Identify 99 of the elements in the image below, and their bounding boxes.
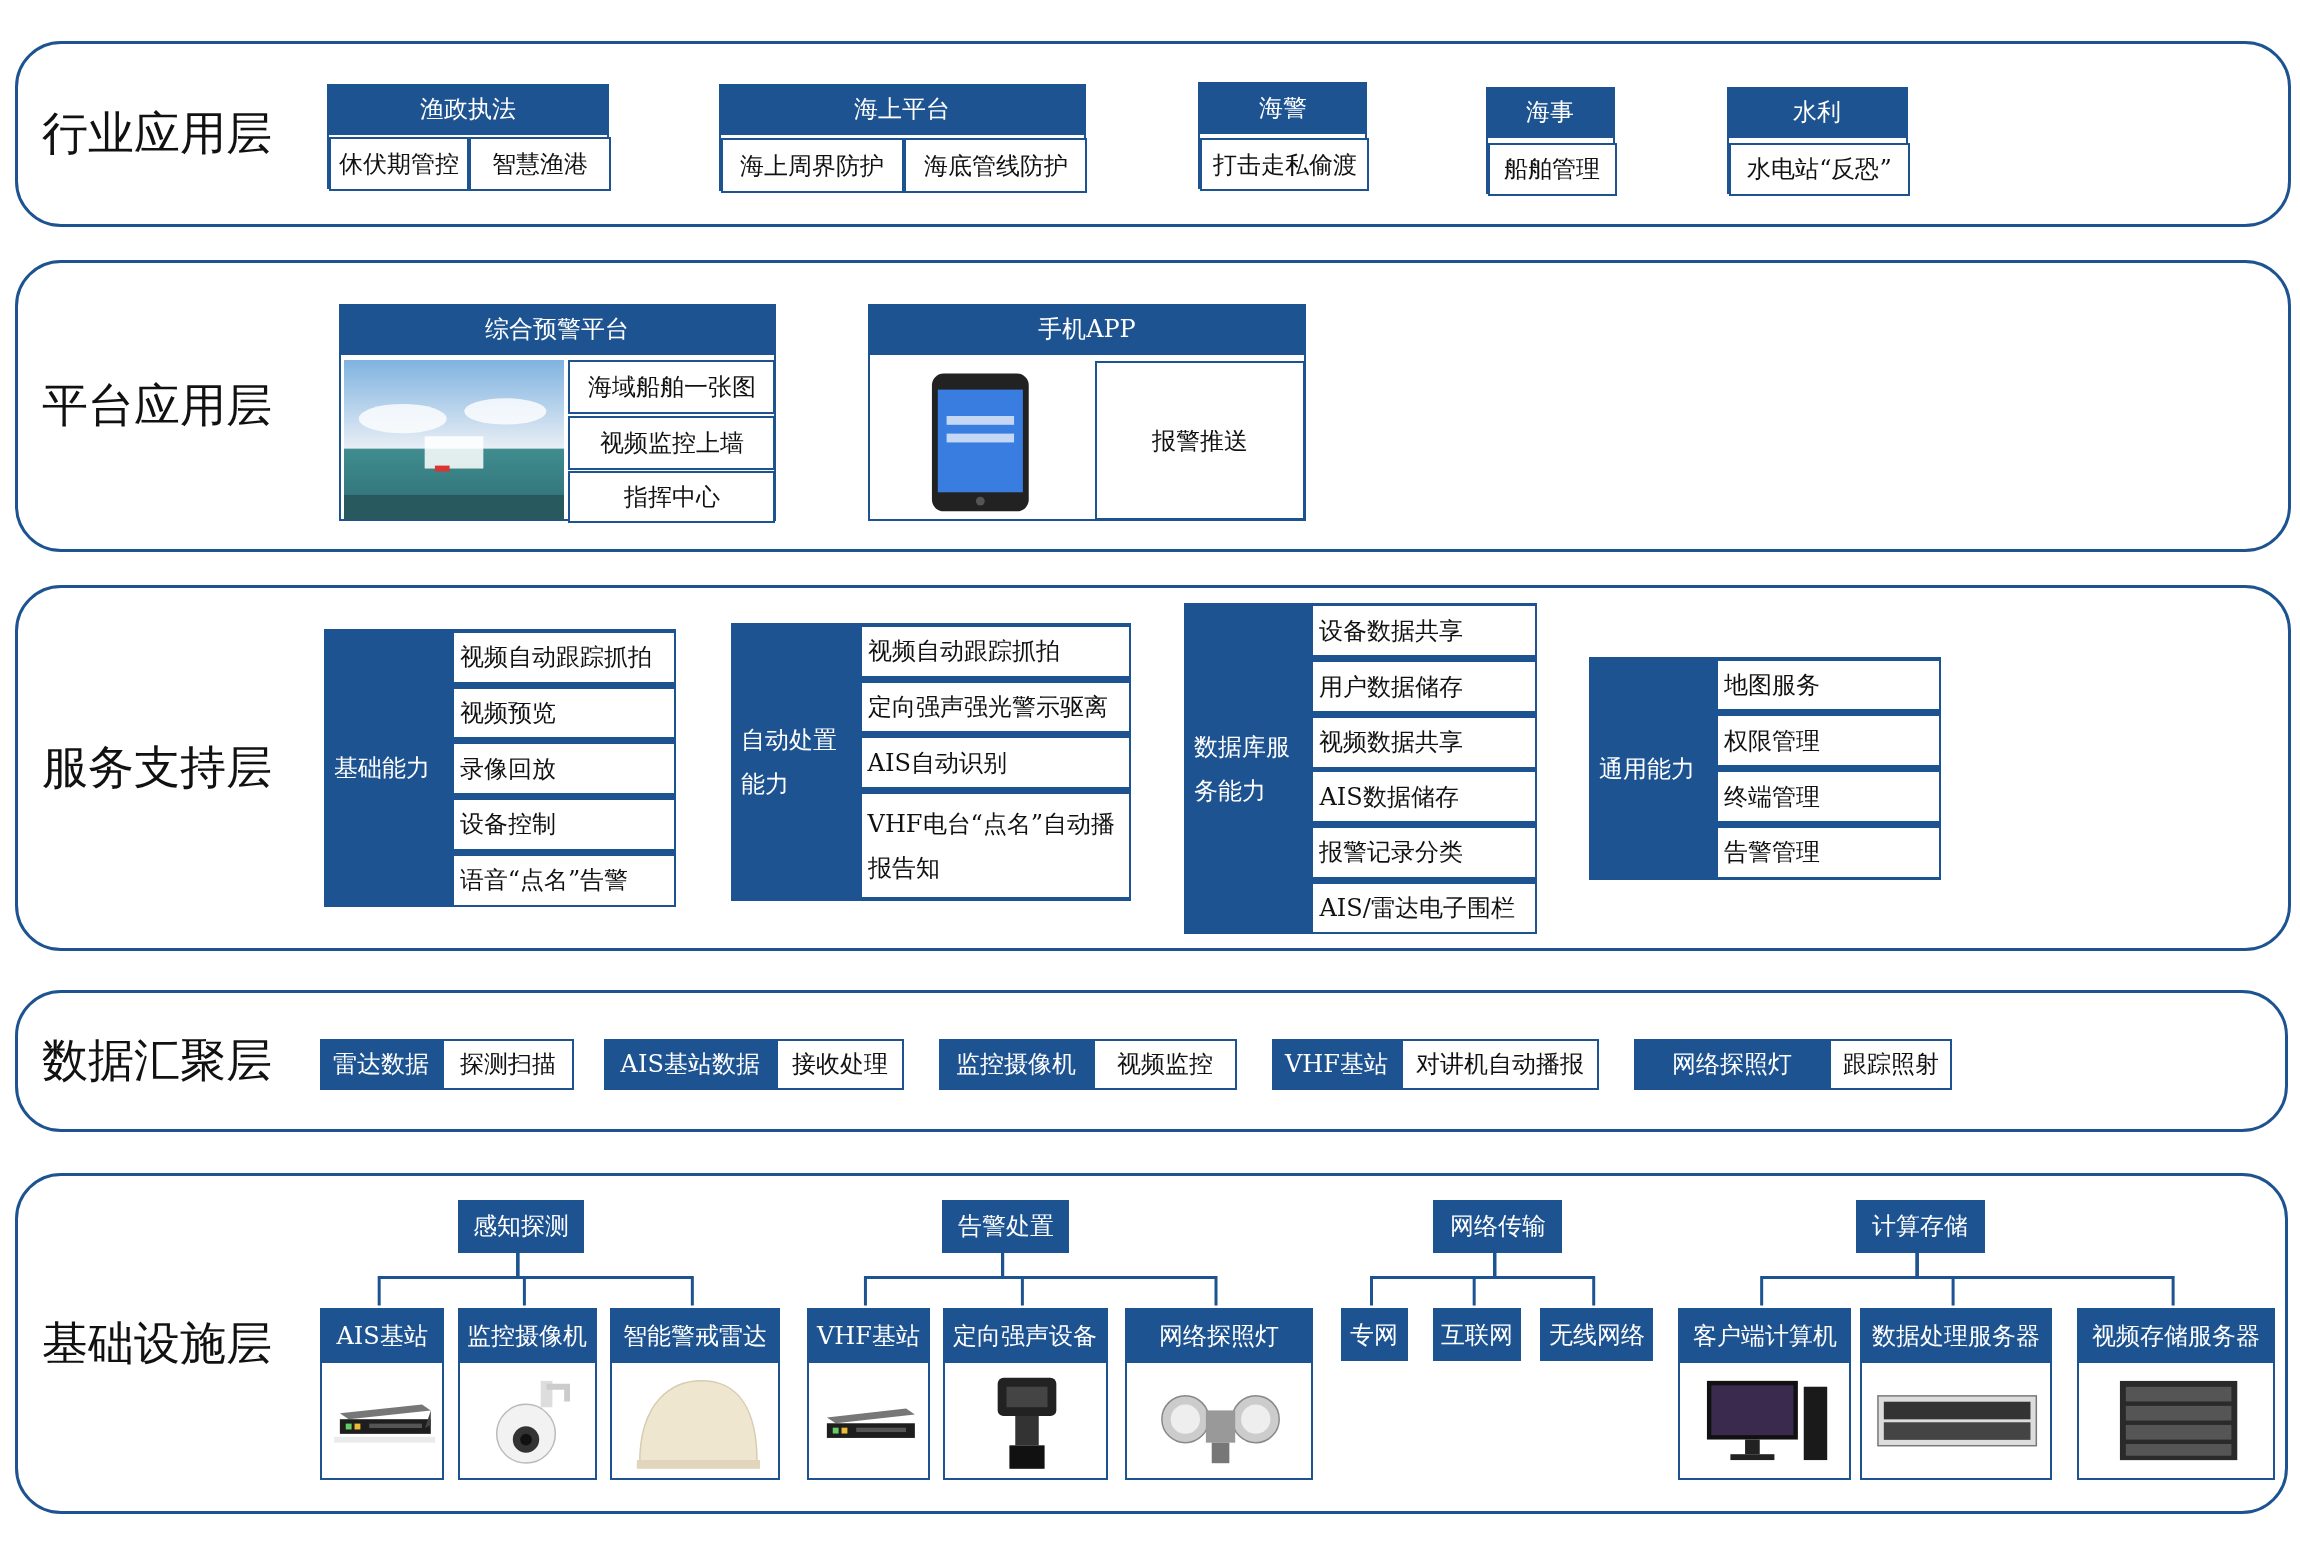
device-card [806, 1308, 930, 1481]
feature-item: 地图服务 [1716, 658, 1941, 712]
panel-heading: 数据处理服务器 [1860, 1308, 2053, 1363]
feature-item: 用户数据储存 [1311, 660, 1538, 713]
feature-item: 探测扫描 [441, 1038, 574, 1090]
category-label: 计算存储 [1855, 1199, 1985, 1253]
category-label: 专网 [1340, 1308, 1409, 1362]
feature-item: 对讲机自动播报 [1400, 1038, 1599, 1090]
feature-item: 定向强声强光警示驱离 [859, 680, 1131, 734]
panel-heading: 渔政执法 [327, 83, 609, 135]
feature-item: 终端管理 [1716, 770, 1941, 823]
feature-item: 视频预览 [451, 686, 677, 740]
panel-heading: 数据库服务能力 [1192, 731, 1291, 807]
category-label: 网络传输 [1433, 1199, 1563, 1253]
feature-item: 视频监控 [1092, 1038, 1237, 1090]
feature-item: 接收处理 [776, 1038, 904, 1090]
category-label: 监控摄像机 [938, 1038, 1093, 1090]
category-label: 互联网 [1433, 1308, 1522, 1362]
feature-item: 指挥中心 [568, 471, 776, 523]
feature-item: 智慧渔港 [468, 137, 611, 192]
panel-heading: 智能警戒雷达 [610, 1308, 781, 1363]
feature-item: 海底管线防护 [904, 138, 1088, 193]
feature-item: 设备控制 [451, 798, 677, 851]
feature-item: 跟踪照射 [1829, 1038, 1953, 1090]
panel-heading: 手机APP [868, 303, 1306, 355]
feature-item: AIS自动识别 [859, 736, 1131, 790]
category-label: 告警处置 [941, 1199, 1070, 1253]
capability-panel [1183, 602, 1538, 935]
feature-item: 告警管理 [1716, 825, 1941, 879]
feature-item: 打击走私偷渡 [1200, 138, 1370, 192]
layer-band [14, 259, 2292, 552]
panel-heading: 客户端计算机 [1678, 1308, 1852, 1363]
device-card [1678, 1308, 1852, 1481]
panel-heading: 基础能力 [333, 752, 432, 784]
panel-heading: 监控摄像机 [457, 1308, 598, 1363]
layer-title: 服务支持层 [41, 738, 272, 796]
feature-item: 语音“点名”告警 [451, 853, 677, 907]
feature-item: 设备数据共享 [1311, 604, 1538, 658]
feature-item: AIS数据储存 [1311, 770, 1538, 823]
panel-heading: 海上平台 [718, 83, 1086, 135]
device-card [457, 1308, 598, 1481]
category-panel [1485, 86, 1616, 194]
panel-heading: 水利 [1726, 86, 1909, 138]
panel-heading: AIS基站 [319, 1308, 445, 1363]
category-panel [338, 303, 776, 521]
layer-band [14, 41, 2292, 228]
feature-item: 水电站“反恐” [1728, 142, 1911, 196]
layer-band [14, 585, 2292, 951]
category-label: 感知探测 [457, 1199, 584, 1253]
device-card [2077, 1308, 2276, 1481]
panel-heading: 通用能力 [1597, 753, 1696, 785]
device-card [943, 1308, 1108, 1481]
panel-heading: 视频存储服务器 [2077, 1308, 2276, 1363]
device-card [319, 1308, 445, 1481]
panel-heading: 海警 [1198, 82, 1368, 134]
panel-heading: 网络探照灯 [1125, 1308, 1313, 1363]
panel-heading: 自动处置能力 [739, 725, 838, 801]
feature-item: 视频数据共享 [1311, 715, 1538, 769]
screenshot-picture [343, 359, 564, 520]
feature-item: 休伏期管控 [329, 137, 469, 192]
layer-band [14, 1173, 2289, 1514]
layer-title: 行业应用层 [41, 105, 272, 163]
feature-item: 视频自动跟踪抓拍 [859, 624, 1131, 678]
feature-item: 海上周界防护 [720, 138, 905, 193]
capability-panel [1588, 657, 1941, 881]
feature-item: 船舶管理 [1487, 142, 1618, 196]
panel-heading: 海事 [1485, 86, 1616, 138]
layer-title: 平台应用层 [41, 376, 272, 434]
capability-panel [730, 623, 1131, 901]
panel-heading: VHF基站 [806, 1308, 930, 1363]
category-panel [868, 303, 1306, 521]
feature-item: 海域船舶一张图 [568, 359, 776, 415]
category-label: VHF基站 [1271, 1038, 1401, 1090]
device-card [610, 1308, 781, 1481]
phone-picture [929, 371, 1032, 513]
device-card [1860, 1308, 2053, 1481]
layer-title: 数据汇聚层 [41, 1032, 272, 1090]
feature-item: 视频自动跟踪抓拍 [451, 630, 677, 684]
category-panel [327, 83, 609, 190]
category-panel [1198, 82, 1368, 190]
category-panel [1726, 86, 1909, 194]
category-label: 无线网络 [1540, 1308, 1654, 1362]
feature-item: 视频监控上墙 [568, 415, 776, 470]
feature-item: VHF电台“点名”自动播报告知 [859, 792, 1131, 900]
feature-item: 报警记录分类 [1311, 825, 1538, 879]
panel-heading: 综合预警平台 [338, 303, 776, 355]
feature-item: AIS/雷达电子围栏 [1311, 881, 1538, 935]
feature-item: 报警推送 [1094, 361, 1305, 520]
layer-band [14, 990, 2289, 1133]
feature-item: 权限管理 [1716, 714, 1941, 768]
panel-heading: 定向强声设备 [943, 1308, 1108, 1363]
feature-item: 录像回放 [451, 742, 677, 796]
category-label: AIS基站数据 [604, 1038, 776, 1090]
category-panel [718, 83, 1086, 191]
device-card [1125, 1308, 1313, 1481]
capability-panel [324, 629, 677, 907]
category-label: 网络探照灯 [1634, 1038, 1830, 1090]
category-label: 雷达数据 [319, 1038, 442, 1090]
layer-title: 基础设施层 [41, 1314, 272, 1372]
